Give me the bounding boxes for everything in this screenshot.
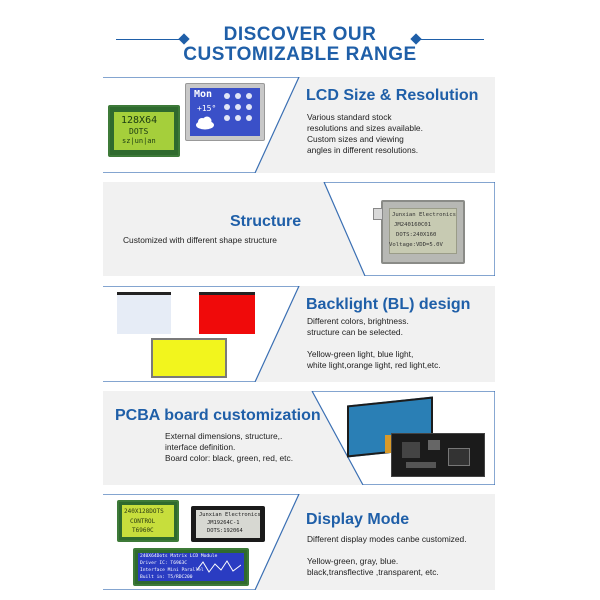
lcd-yellow-line3: T6960C xyxy=(132,527,154,534)
lcd-gray-mode: Junxian Electronics JM19264C-1 DOTS:1920… xyxy=(191,506,265,542)
lcd-blue-weather: Mon +15° xyxy=(185,83,265,141)
header-rule-right xyxy=(416,39,484,40)
section-lcd-size: 128X64 DOTS sz|un|an Mon +15° LCD Size &… xyxy=(103,77,495,173)
lcd-green-line2: DOTS xyxy=(129,127,149,136)
lcd-yellow-line2: CONTROL xyxy=(130,518,156,525)
backlight-red xyxy=(199,292,255,334)
section-title: Backlight (BL) design xyxy=(306,296,471,313)
lcd-structure-line2: JM240160C01 xyxy=(394,222,432,228)
section-description: Different colors, brightness. structure … xyxy=(307,316,441,370)
lcd-blue-line4: Built in: T5/RDC200 xyxy=(140,575,193,580)
lcd-structure-line3: DOTS:240X160 xyxy=(396,232,437,238)
lcd-blue-line3: Interface Mini Parallel xyxy=(140,568,204,573)
section-description: Customized with different shape structur… xyxy=(123,235,277,245)
lcd-blue-mode: 240X64Dots Matrix LCD Module Driver IC: … xyxy=(133,548,249,586)
lcd-green-line3: sz|un|an xyxy=(122,137,156,145)
pcba-ribbon-cable xyxy=(385,435,395,453)
header-title-line2: CUSTOMIZABLE RANGE xyxy=(183,44,417,65)
section-display-mode: 240X128DOTS CONTROL T6960C Junxian Elect… xyxy=(103,494,495,590)
section-description: Different display modes canbe customized… xyxy=(307,534,467,577)
section-description: Various standard stock resolutions and s… xyxy=(307,112,423,155)
lcd-blue-line1: 240X64Dots Matrix LCD Module xyxy=(140,554,218,559)
lcd-structure-line4: Voltage:VDD=5.0V xyxy=(389,242,443,248)
backlight-white xyxy=(117,292,171,334)
lcd-green-line1: 128X64 xyxy=(121,115,158,126)
waveform-icon xyxy=(197,560,241,573)
section-structure: Structure Customized with different shap… xyxy=(103,182,495,276)
lcd-gray-line2: JM19264C-1 xyxy=(207,520,240,526)
page-header: DISCOVER OUR CUSTOMIZABLE RANGE xyxy=(0,20,600,65)
pcba-board xyxy=(391,433,485,477)
lcd-blue-temp: +15° xyxy=(197,104,217,113)
section-title: Structure xyxy=(230,213,302,230)
section-title: LCD Size & Resolution xyxy=(306,87,479,104)
section-title: PCBA board customization xyxy=(115,407,321,424)
cloud-icon xyxy=(196,116,214,130)
fpc-connector xyxy=(373,208,383,220)
backlight-yellow xyxy=(151,338,227,378)
lcd-yellow-line1: 240X128DOTS xyxy=(124,508,164,515)
lcd-yellow-green: 240X128DOTS CONTROL T6960C xyxy=(117,500,179,542)
lcd-green-128x64: 128X64 DOTS sz|un|an xyxy=(108,105,180,157)
section-title: Display Mode xyxy=(306,511,410,528)
lcd-gray-line1: Junxian Electronics xyxy=(199,512,261,518)
header-title-line1: DISCOVER OUR xyxy=(223,24,377,45)
weather-grid-icon xyxy=(224,93,252,121)
lcd-blue-day: Mon xyxy=(194,89,213,100)
lcd-structure-line1: Junxian Electronics xyxy=(392,212,456,218)
lcd-gray-line3: DOTS:192064 xyxy=(207,528,243,534)
section-pcba: PCBA board customization External dimens… xyxy=(103,391,495,485)
header-rule-left xyxy=(116,39,184,40)
lcd-gray-structure: Junxian Electronics JM240160C01 DOTS:240… xyxy=(381,200,465,264)
lcd-blue-line2: Driver IC: T6963C xyxy=(140,561,188,566)
section-description: External dimensions, structure,. interfa… xyxy=(165,431,294,463)
section-backlight: Backlight (BL) design Different colors, … xyxy=(103,286,495,382)
